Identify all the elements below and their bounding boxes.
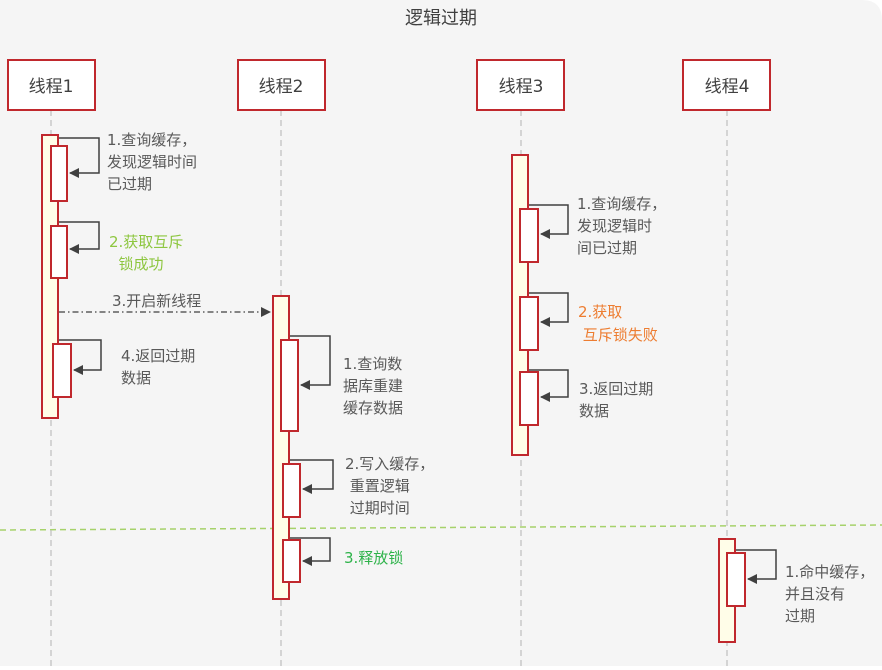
thread-3-label: 线程3 bbox=[499, 77, 544, 97]
diagram-title: 逻辑过期 bbox=[405, 8, 477, 29]
divider-line bbox=[0, 524, 882, 531]
thread-4-step-1-line-3: 过期 bbox=[785, 607, 815, 625]
thread-3-step-2-line-2: 互斥锁失败 bbox=[578, 326, 658, 344]
thread-3-step-3-line-2: 数据 bbox=[579, 402, 609, 420]
thread-1-step-1-line-3: 已过期 bbox=[107, 175, 152, 193]
thread-4-step-1-line-1: 1.命中缓存， bbox=[785, 563, 874, 581]
thread-1-step-1-box bbox=[50, 145, 68, 202]
thread-3-step-3-arrow bbox=[529, 369, 569, 402]
thread-2-step-3-label: 3.释放锁 bbox=[344, 549, 403, 567]
thread-2-step-3-box bbox=[282, 539, 301, 583]
thread-1-step-1-line-2: 发现逻辑时间 bbox=[107, 153, 197, 171]
thread-3-step-2-label: 2.获取 互斥锁失败 bbox=[578, 303, 658, 344]
thread-4-label: 线程4 bbox=[705, 77, 750, 97]
thread-1-step-2-box bbox=[50, 225, 68, 279]
thread-3-step-3-box bbox=[519, 371, 539, 426]
thread-1-step-2-label: 2.获取互斥 锁成功 bbox=[109, 233, 183, 273]
thread-2-step-1-line-2: 据库重建 bbox=[343, 377, 403, 395]
thread-1-label: 线程1 bbox=[29, 77, 74, 97]
thread-2-header: 线程2 bbox=[237, 59, 326, 111]
thread-1-step-4-line-2: 数据 bbox=[121, 369, 151, 387]
thread-1-step-4-arrow bbox=[59, 339, 102, 375]
thread-1-step-1-arrow bbox=[59, 137, 100, 178]
thread-2-step-2-line-1: 2.写入缓存， bbox=[345, 455, 434, 473]
thread-1-step-2-arrow bbox=[59, 221, 100, 254]
thread-2-step-1-box bbox=[280, 339, 299, 432]
thread-3-step-1-arrow bbox=[529, 204, 569, 239]
thread-3-step-2-box bbox=[519, 296, 539, 351]
thread-2-step-1-line-3: 缓存数据 bbox=[343, 399, 403, 417]
thread-3-step-2-line-1: 2.获取 bbox=[578, 303, 622, 321]
thread-1-step-4-label: 4.返回过期 数据 bbox=[121, 347, 195, 387]
thread-1-step-2-line-1: 2.获取互斥 bbox=[109, 233, 183, 251]
thread-1-header: 线程1 bbox=[7, 59, 96, 111]
thread-3-step-3-line-1: 3.返回过期 bbox=[579, 380, 653, 398]
thread-4-step-1-label: 1.命中缓存， 并且没有 过期 bbox=[785, 563, 874, 625]
thread-3-step-1-line-1: 1.查询缓存， bbox=[577, 195, 666, 213]
thread-1-step-4-line-1: 4.返回过期 bbox=[121, 347, 195, 365]
thread-2-step-1-label: 1.查询数 据库重建 缓存数据 bbox=[343, 355, 403, 417]
thread-4-step-1-line-2: 并且没有 bbox=[785, 585, 845, 603]
thread-1-step-1-label: 1.查询缓存， 发现逻辑时间 已过期 bbox=[107, 131, 197, 193]
thread-1-step-3-label: 3.开启新线程 bbox=[112, 292, 201, 310]
thread-3-step-3-label: 3.返回过期 数据 bbox=[579, 380, 653, 420]
thread-3-step-1-box bbox=[519, 208, 539, 263]
thread-1-step-1-line-1: 1.查询缓存， bbox=[107, 131, 196, 149]
thread-2-step-1-arrow bbox=[290, 335, 331, 390]
thread-3-step-1-line-2: 发现逻辑时 bbox=[577, 217, 652, 235]
thread-3-step-1-label: 1.查询缓存， 发现逻辑时 间已过期 bbox=[577, 195, 666, 257]
thread-4-step-1-box bbox=[726, 552, 746, 607]
thread-3-step-2-arrow bbox=[529, 292, 569, 327]
thread-3-step-1-line-3: 间已过期 bbox=[577, 239, 637, 257]
thread-2-step-2-line-2: 重置逻辑 bbox=[345, 477, 410, 495]
thread-1-step-4-box bbox=[52, 343, 72, 398]
thread-3-header: 线程3 bbox=[476, 59, 565, 111]
thread-2-step-2-line-3: 过期时间 bbox=[345, 499, 410, 517]
thread-2-step-2-label: 2.写入缓存， 重置逻辑 过期时间 bbox=[345, 455, 434, 517]
thread-2-step-2-box bbox=[282, 463, 301, 518]
thread-2-label: 线程2 bbox=[259, 77, 304, 97]
thread-2-step-1-line-1: 1.查询数 bbox=[343, 355, 402, 373]
thread-2-step-2-arrow bbox=[290, 459, 334, 494]
thread-4-header: 线程4 bbox=[682, 59, 771, 111]
thread-1-step-2-line-2: 锁成功 bbox=[109, 255, 164, 273]
thread-2-step-3-arrow bbox=[290, 537, 331, 566]
thread-4-step-1-arrow bbox=[736, 549, 777, 584]
